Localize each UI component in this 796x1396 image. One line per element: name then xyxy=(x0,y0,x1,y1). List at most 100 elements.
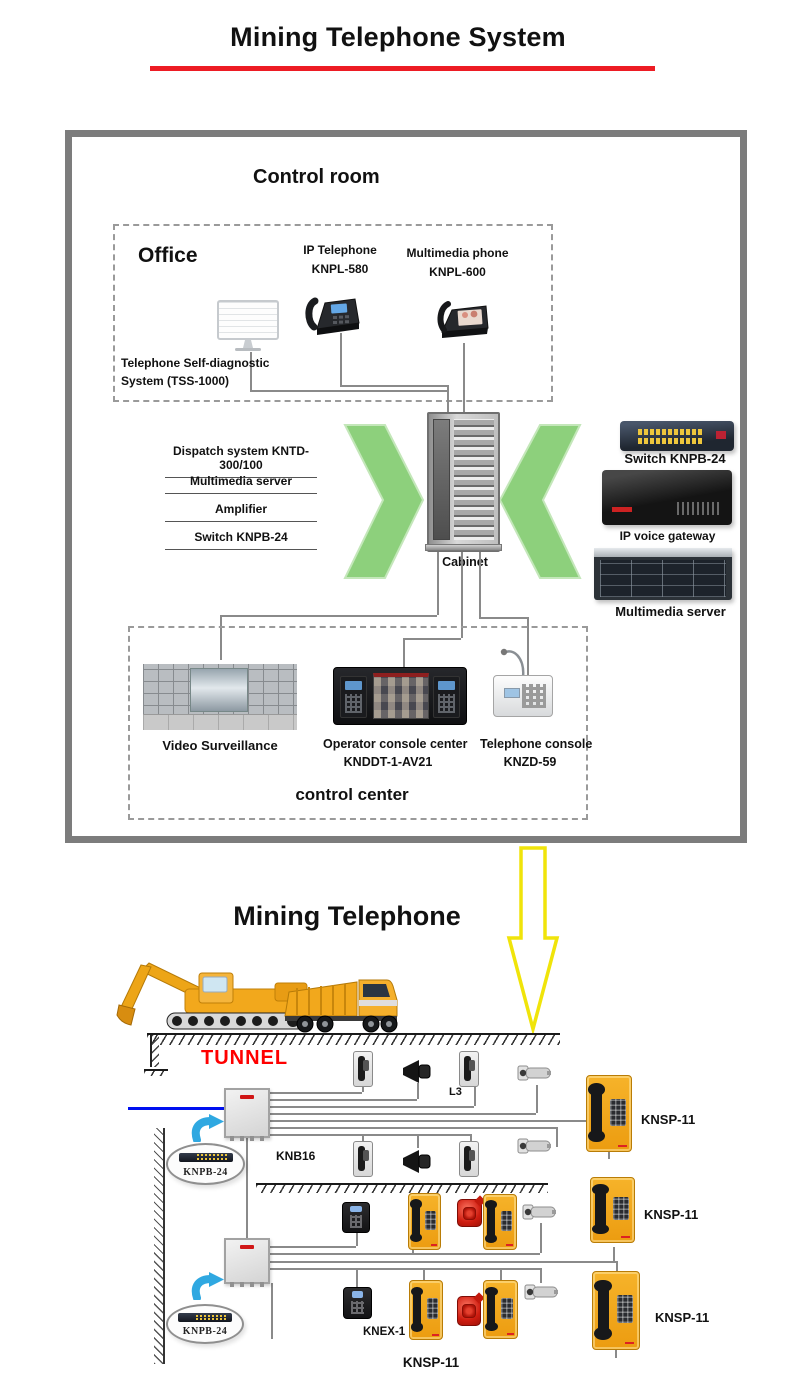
operator-console-icon xyxy=(333,667,467,725)
switch-ports xyxy=(638,429,703,436)
cable xyxy=(362,1086,364,1092)
knsp11-phone-icon xyxy=(592,1271,640,1350)
oval-switch-label: KNPB-24 xyxy=(183,1167,228,1178)
cable xyxy=(340,385,447,387)
rack-item-dispatch: Dispatch system KNTD-300/100 xyxy=(165,444,317,478)
cable xyxy=(271,1283,273,1339)
cable-trunk xyxy=(246,1138,248,1238)
telephone-console-label1: Telephone console xyxy=(480,737,593,751)
console-screen xyxy=(373,673,429,719)
control-center-box xyxy=(128,626,588,820)
cable xyxy=(437,552,439,615)
knsp11-label-2: KNSP-11 xyxy=(644,1207,699,1222)
mm-phone-name: Multimedia phone xyxy=(406,246,509,260)
mm-phone-model: KNPL-600 xyxy=(429,265,486,279)
network-switch-icon xyxy=(620,421,734,451)
rack-item-amplifier: Amplifier xyxy=(165,502,317,522)
cable xyxy=(527,617,529,678)
junction-box-knb16-icon xyxy=(224,1088,270,1141)
cable xyxy=(540,1223,542,1253)
cable xyxy=(463,343,465,413)
tunnel-wall-phone-icon xyxy=(353,1051,373,1087)
horn-speaker-icon xyxy=(402,1058,432,1090)
ip-voice-gateway-icon xyxy=(602,470,732,525)
cable xyxy=(615,1350,617,1358)
phone-keypad xyxy=(613,1197,629,1221)
cable xyxy=(540,1268,542,1283)
monitor-base xyxy=(235,348,261,351)
cable xyxy=(613,1247,615,1261)
cable xyxy=(340,333,342,385)
phone-handset xyxy=(588,1083,605,1142)
cable xyxy=(270,1106,474,1108)
switch-oval-1: KNPB-24 xyxy=(166,1143,245,1185)
video-wall-center-screen xyxy=(190,668,248,712)
l3-label: L3 xyxy=(449,1086,462,1098)
office-title: Office xyxy=(138,244,198,267)
cable xyxy=(220,615,437,617)
cable xyxy=(270,1268,540,1270)
cabinet-base xyxy=(425,544,502,551)
cable xyxy=(403,638,405,668)
blue-flow-arrow-icon xyxy=(191,1114,225,1147)
office-box xyxy=(113,224,553,402)
oval-switch-label: KNPB-24 xyxy=(182,1326,228,1337)
gateway-label: IP voice gateway xyxy=(619,529,716,543)
cable xyxy=(500,1268,502,1281)
cable xyxy=(270,1099,417,1101)
cable xyxy=(270,1120,586,1122)
cable xyxy=(417,1083,419,1099)
tunnel-ground-top xyxy=(147,1033,560,1045)
operator-console-label2: KNDDT-1-AV21 xyxy=(343,755,433,769)
console-phone-panel xyxy=(433,676,460,718)
cable xyxy=(608,1152,610,1159)
cable xyxy=(270,1134,470,1136)
mining-title: Mining Telephone xyxy=(233,901,461,931)
cable xyxy=(412,1250,414,1254)
mini-switch-icon xyxy=(178,1313,232,1322)
knb16-label: KNB16 xyxy=(276,1149,316,1163)
cabinet-rack-units xyxy=(454,419,494,540)
control-room-title: Control room xyxy=(253,166,380,188)
multimedia-server-icon xyxy=(594,548,732,600)
video-wall-base xyxy=(143,714,297,730)
cable xyxy=(356,1268,358,1288)
knsp11-label-3: KNSP-11 xyxy=(655,1310,710,1325)
phone-keypad xyxy=(500,1211,513,1231)
operator-console-label1: Operator console center xyxy=(323,737,468,751)
console-keypad xyxy=(522,684,546,708)
blue-flow-arrow-icon xyxy=(191,1272,225,1305)
cable xyxy=(417,1134,419,1148)
ip-phone-name: IP Telephone xyxy=(303,243,377,257)
cable xyxy=(403,638,461,640)
cctv-camera-icon xyxy=(517,1136,553,1163)
green-chevron-arrows-icon xyxy=(336,418,588,591)
multimedia-phone-icon xyxy=(434,296,490,349)
server-label: Multimedia server xyxy=(615,604,726,619)
monitor-stand xyxy=(243,340,253,348)
control-center-title: control center xyxy=(295,785,409,804)
cable xyxy=(270,1113,536,1115)
console-phone-panel xyxy=(340,676,367,718)
tunnel-left-wall xyxy=(154,1128,165,1364)
cable xyxy=(356,1232,358,1246)
phone-keypad xyxy=(425,1210,437,1231)
cable xyxy=(250,352,252,390)
tunnel-wall-foot xyxy=(144,1069,168,1076)
explosion-proof-alarm-icon xyxy=(457,1199,482,1227)
tunnel-wall-phone-icon xyxy=(353,1141,373,1177)
phone-keypad xyxy=(616,1295,634,1323)
phone-handset xyxy=(592,1184,610,1235)
cctv-camera-icon xyxy=(524,1282,560,1309)
cable xyxy=(616,1261,618,1272)
switch-label: Switch KNPB-24 xyxy=(624,451,726,466)
page-title: Mining Telephone System xyxy=(230,22,566,52)
cabinet-label: Cabinet xyxy=(442,555,488,569)
tss-label-line1: Telephone Self-diagnostic xyxy=(121,356,270,370)
down-arrow-icon xyxy=(506,846,560,1039)
junction-box-icon xyxy=(224,1238,270,1287)
knsp11-phone-icon xyxy=(586,1075,632,1152)
monitor-screen xyxy=(217,300,279,340)
phone-handset xyxy=(484,1286,498,1332)
cable xyxy=(270,1246,356,1248)
